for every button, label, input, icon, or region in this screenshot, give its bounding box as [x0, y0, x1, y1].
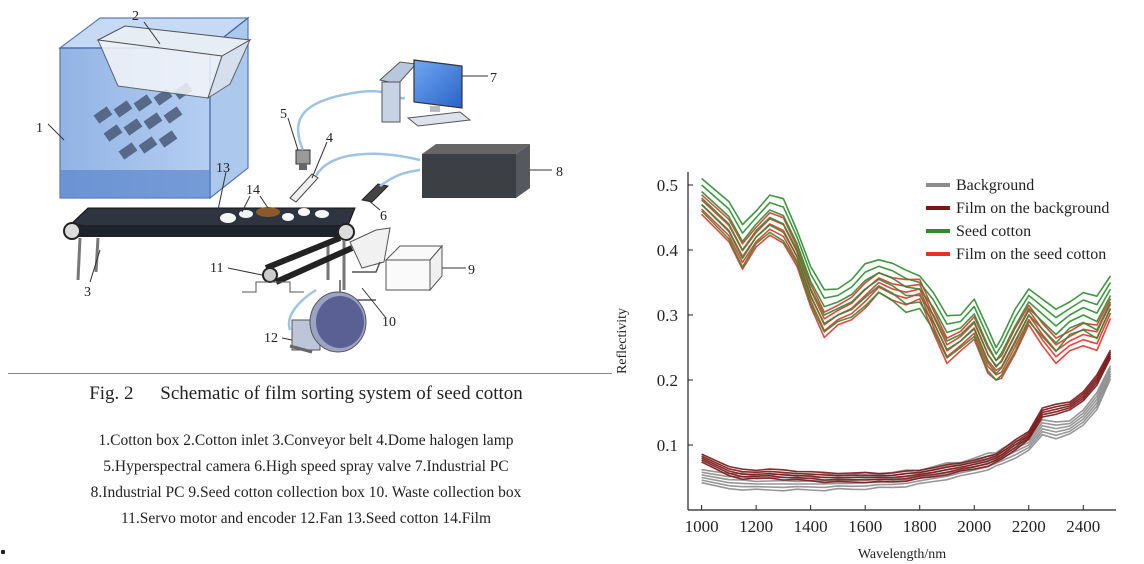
- legend-entry: Film on the seed cotton: [956, 246, 1106, 263]
- cotton-inlet: [96, 25, 252, 100]
- component-legend: 1.Cotton box 2.Cotton inlet 3.Conveyor b…: [0, 428, 612, 532]
- component-legend-line: 5.Hyperspectral camera 6.High speed spra…: [103, 458, 509, 475]
- series-seed-cotton: [701, 177, 1112, 381]
- callout-5: 5: [280, 107, 287, 122]
- y-tick-label: 0.2: [657, 371, 678, 390]
- callout-8: 8: [556, 165, 563, 180]
- figure-caption-text: Schematic of film sorting system of seed…: [160, 383, 523, 404]
- x-tick-label: 1600: [848, 517, 882, 536]
- reflectivity-chart: 1000 1200 1400 1600 1800 2000 2200 2400 0.1 0.2 0.…: [615, 172, 1116, 562]
- x-tick-label: 1800: [903, 517, 937, 536]
- bullet-dot: [1, 550, 5, 554]
- x-tick-label: 1200: [739, 517, 773, 536]
- industrial-pc: [378, 59, 472, 127]
- fan: [289, 291, 367, 354]
- y-tick-label: 0.4: [657, 241, 679, 260]
- series-line: [701, 351, 1112, 477]
- x-tick-label: 2400: [1066, 517, 1100, 536]
- callout-9: 9: [468, 263, 475, 278]
- component-legend-line: 8.Industrial PC 9.Seed cotton collection…: [90, 484, 522, 501]
- series-group: [701, 177, 1112, 492]
- series-film-on-the-background: [701, 349, 1112, 484]
- servo-motor-belt: [242, 235, 354, 293]
- callout-11: 11: [210, 261, 223, 276]
- y-axis-label: Reflectivity: [615, 308, 630, 374]
- series-line: [701, 210, 1112, 381]
- series-line: [701, 197, 1112, 368]
- callout-4: 4: [326, 131, 333, 146]
- series-line: [701, 194, 1112, 362]
- series-line: [701, 365, 1112, 477]
- x-axis-label: Wavelength/nm: [858, 547, 946, 562]
- x-tick-label: 1400: [794, 517, 828, 536]
- callout-6: 6: [380, 209, 387, 224]
- y-tick-label: 0.3: [657, 306, 678, 325]
- series-line: [701, 213, 1112, 381]
- component-legend-line: 11.Servo motor and encoder 12.Fan 13.See…: [120, 510, 492, 527]
- seed-cotton-and-film: [220, 207, 329, 223]
- series-line: [701, 370, 1112, 483]
- caption-rule: [8, 373, 612, 374]
- series-line: [701, 190, 1112, 362]
- x-tick-label: 2000: [957, 517, 991, 536]
- waste-hopper: [339, 227, 391, 301]
- series-line: [701, 357, 1112, 484]
- halogen-lamp: [289, 173, 319, 203]
- cotton-box: [58, 16, 250, 200]
- callout-7: 7: [490, 71, 497, 86]
- callout-14: 14: [246, 183, 260, 198]
- series-line: [701, 373, 1112, 485]
- series-line: [701, 355, 1112, 481]
- series-line: [701, 203, 1112, 375]
- series-line: [701, 208, 1112, 376]
- callout-1: 1: [36, 121, 43, 136]
- series-line: [701, 349, 1112, 475]
- legend-entry: Background: [956, 177, 1034, 194]
- plot-frame: [687, 172, 1116, 511]
- callout-2: 2: [132, 9, 139, 24]
- figure-caption: Fig. 2 Schematic of film sorting system …: [0, 383, 612, 405]
- system-schematic: 1 2 3 4 5 6 7 8 9 10 11 12 13 14: [36, 9, 563, 354]
- series-line: [701, 367, 1112, 480]
- industrial-pc-box: [422, 144, 530, 198]
- legend-entry: Seed cotton: [956, 223, 1031, 240]
- callout-13: 13: [216, 161, 230, 176]
- spray-valve: [360, 183, 390, 203]
- callout-12: 12: [264, 331, 278, 346]
- series-line: [701, 353, 1112, 479]
- ticks-group: 1000 1200 1400 1600 1800 2000 2200 2400 0.1 0.2 0.…: [657, 176, 1101, 536]
- series-line: [701, 177, 1112, 349]
- seed-cotton-collection-box: [384, 244, 444, 292]
- series-line: [701, 375, 1112, 489]
- hyperspectral-camera: [295, 149, 311, 170]
- x-tick-label: 2200: [1012, 517, 1046, 536]
- callout-3: 3: [84, 285, 91, 300]
- figure-number: Fig. 2: [89, 383, 134, 404]
- y-tick-label: 0.1: [657, 436, 678, 455]
- legend-entry: Film on the background: [956, 200, 1109, 217]
- component-legend-line: 1.Cotton box 2.Cotton inlet 3.Conveyor b…: [98, 432, 514, 449]
- series-line: [701, 378, 1112, 492]
- y-tick-label: 0.5: [657, 176, 678, 195]
- x-tick-label: 1000: [685, 517, 719, 536]
- series-line: [701, 184, 1112, 355]
- callout-10: 10: [382, 315, 396, 330]
